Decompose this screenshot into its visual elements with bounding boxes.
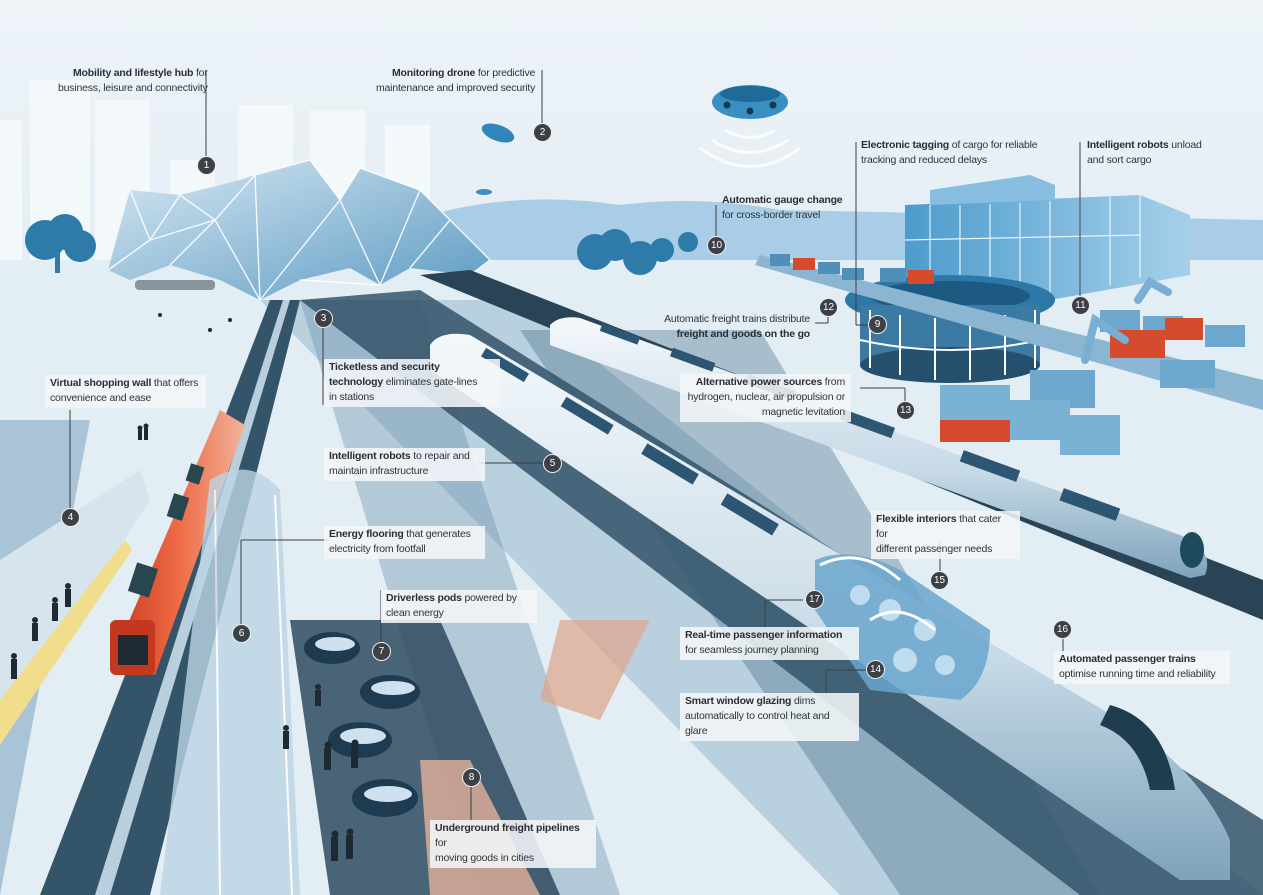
callout-8-title: Underground freight pipelines xyxy=(435,822,580,834)
callout-15-flexible-interiors: Flexible interiors that cater for differ… xyxy=(871,511,1020,559)
marker-1[interactable]: 1 xyxy=(197,156,216,175)
callout-7-text: powered by xyxy=(461,592,518,604)
callout-8-line2: moving goods in cities xyxy=(435,852,534,864)
marker-5[interactable]: 5 xyxy=(543,454,562,473)
callout-7-driverless-pods: Driverless pods powered by clean energy xyxy=(381,590,537,623)
callout-14-smart-glazing: Smart window glazing dims automatically … xyxy=(680,693,859,741)
callout-16-automated-trains: Automated passenger trains optimise runn… xyxy=(1054,651,1230,684)
marker-15[interactable]: 15 xyxy=(930,571,949,590)
marker-16[interactable]: 16 xyxy=(1053,620,1072,639)
marker-10[interactable]: 10 xyxy=(707,236,726,255)
callout-2-line2: maintenance and improved security xyxy=(376,82,536,94)
callout-14-title: Smart window glazing xyxy=(685,695,792,707)
freight-wagons xyxy=(770,254,1245,455)
callout-11-title: Intelligent robots xyxy=(1087,139,1169,151)
marker-8[interactable]: 8 xyxy=(462,768,481,787)
callout-6-energy-flooring: Energy flooring that generates electrici… xyxy=(324,526,485,559)
marker-14[interactable]: 14 xyxy=(866,660,885,679)
callout-3-title: Ticketless and security xyxy=(329,361,440,373)
callout-16-line2: optimise running time and reliability xyxy=(1059,668,1216,680)
callout-12-text: Automatic freight trains distribute xyxy=(664,313,810,325)
callout-5-text: to repair and xyxy=(410,450,470,462)
mobility-hub-structure xyxy=(107,159,492,301)
marker-3[interactable]: 3 xyxy=(314,309,333,328)
callout-8-text: for xyxy=(435,837,447,849)
callout-7-title: Driverless pods xyxy=(386,592,462,604)
cargo-robot-arms xyxy=(1081,276,1172,364)
callout-6-title: Energy flooring xyxy=(329,528,404,540)
callout-6-line2: electricity from footfall xyxy=(329,543,426,555)
callout-14-text: dims xyxy=(791,695,816,707)
callout-1-text: for xyxy=(193,67,208,79)
callout-3-line2: eliminates gate-lines xyxy=(383,376,478,388)
marker-11[interactable]: 11 xyxy=(1071,296,1090,315)
callout-13-line3: magnetic levitation xyxy=(761,406,845,418)
callout-9-title: Electronic tagging xyxy=(861,139,949,151)
callout-2-text: for predictive xyxy=(475,67,536,79)
trees-middle xyxy=(577,229,698,275)
circular-cargo-hub xyxy=(845,275,1055,383)
callout-15-line2: different passenger needs xyxy=(876,543,993,555)
callout-12-freight-trains: Automatic freight trains distribute frei… xyxy=(650,312,810,342)
callout-1-title: Mobility and lifestyle hub xyxy=(73,67,194,79)
callout-15-title: Flexible interiors xyxy=(876,513,957,525)
monitoring-drones xyxy=(476,85,801,195)
callout-3-title-2: technology xyxy=(329,376,384,388)
callout-2-monitoring-drone: Monitoring drone for predictive maintena… xyxy=(376,66,535,96)
callout-3-line3: in stations xyxy=(329,391,375,403)
marker-7[interactable]: 7 xyxy=(372,642,391,661)
callout-4-line2: convenience and ease xyxy=(50,392,152,404)
callout-4-shopping-wall: Virtual shopping wall that offers conven… xyxy=(45,375,206,408)
callout-3-ticketless: Ticketless and security technology elimi… xyxy=(324,359,500,407)
callout-1-line2: business, leisure and connectivity xyxy=(58,82,208,94)
callout-9-electronic-tagging: Electronic tagging of cargo for reliable… xyxy=(861,138,1038,168)
glass-platform-canopy xyxy=(160,469,300,895)
callout-6-text: that generates xyxy=(403,528,471,540)
marker-4[interactable]: 4 xyxy=(61,508,80,527)
marker-9[interactable]: 9 xyxy=(868,315,887,334)
callout-13-text: from xyxy=(822,376,845,388)
callout-4-title: Virtual shopping wall xyxy=(50,377,152,389)
callout-4-text: that offers xyxy=(151,377,199,389)
callout-17-line2: for seamless journey planning xyxy=(685,644,819,656)
marker-12[interactable]: 12 xyxy=(819,298,838,317)
callout-11-text: unload xyxy=(1168,139,1202,151)
marker-17[interactable]: 17 xyxy=(805,590,824,609)
callout-10-line2: for cross-border travel xyxy=(722,209,821,221)
callout-10-gauge-change: Automatic gauge change for cross-border … xyxy=(722,193,843,223)
callout-13-title: Alternative power sources xyxy=(695,376,823,388)
callout-5-line2: maintain infrastructure xyxy=(329,465,429,477)
callout-7-line2: clean energy xyxy=(386,607,444,619)
callout-15-text: that cater for xyxy=(876,513,1001,540)
marker-6[interactable]: 6 xyxy=(232,624,251,643)
callout-11-cargo-robots: Intelligent robots unload and sort cargo xyxy=(1087,138,1202,168)
red-commuter-train xyxy=(110,410,245,675)
trees-left xyxy=(25,214,96,273)
callout-8-freight-pipelines: Underground freight pipelines for moving… xyxy=(430,820,596,868)
callout-12-title: freight and goods on the go xyxy=(676,328,811,340)
marker-13[interactable]: 13 xyxy=(896,401,915,420)
callout-13-alternative-power: Alternative power sources from hydrogen,… xyxy=(680,374,851,422)
callout-1-mobility-hub: Mobility and lifestyle hub for business,… xyxy=(58,66,208,96)
callout-14-line2: automatically to control heat and glare xyxy=(685,710,830,737)
callout-9-line2: tracking and reduced delays xyxy=(861,154,987,166)
callout-11-line2: and sort cargo xyxy=(1087,154,1152,166)
callout-17-realtime-info: Real-time passenger information for seam… xyxy=(680,627,859,660)
callout-17-title: Real-time passenger information xyxy=(685,629,843,641)
people-silhouettes xyxy=(11,313,359,861)
marker-2[interactable]: 2 xyxy=(533,123,552,142)
callout-5-title: Intelligent robots xyxy=(329,450,411,462)
callout-16-title: Automated passenger trains xyxy=(1059,653,1196,665)
callout-10-title: Automatic gauge change xyxy=(722,194,843,206)
callout-13-line2: hydrogen, nuclear, air propulsion or xyxy=(687,391,846,403)
callout-2-title: Monitoring drone xyxy=(392,67,476,79)
train-interior-cutaway xyxy=(815,554,990,700)
callout-5-repair-robots: Intelligent robots to repair and maintai… xyxy=(324,448,485,481)
callout-9-text: of cargo for reliable xyxy=(949,139,1038,151)
